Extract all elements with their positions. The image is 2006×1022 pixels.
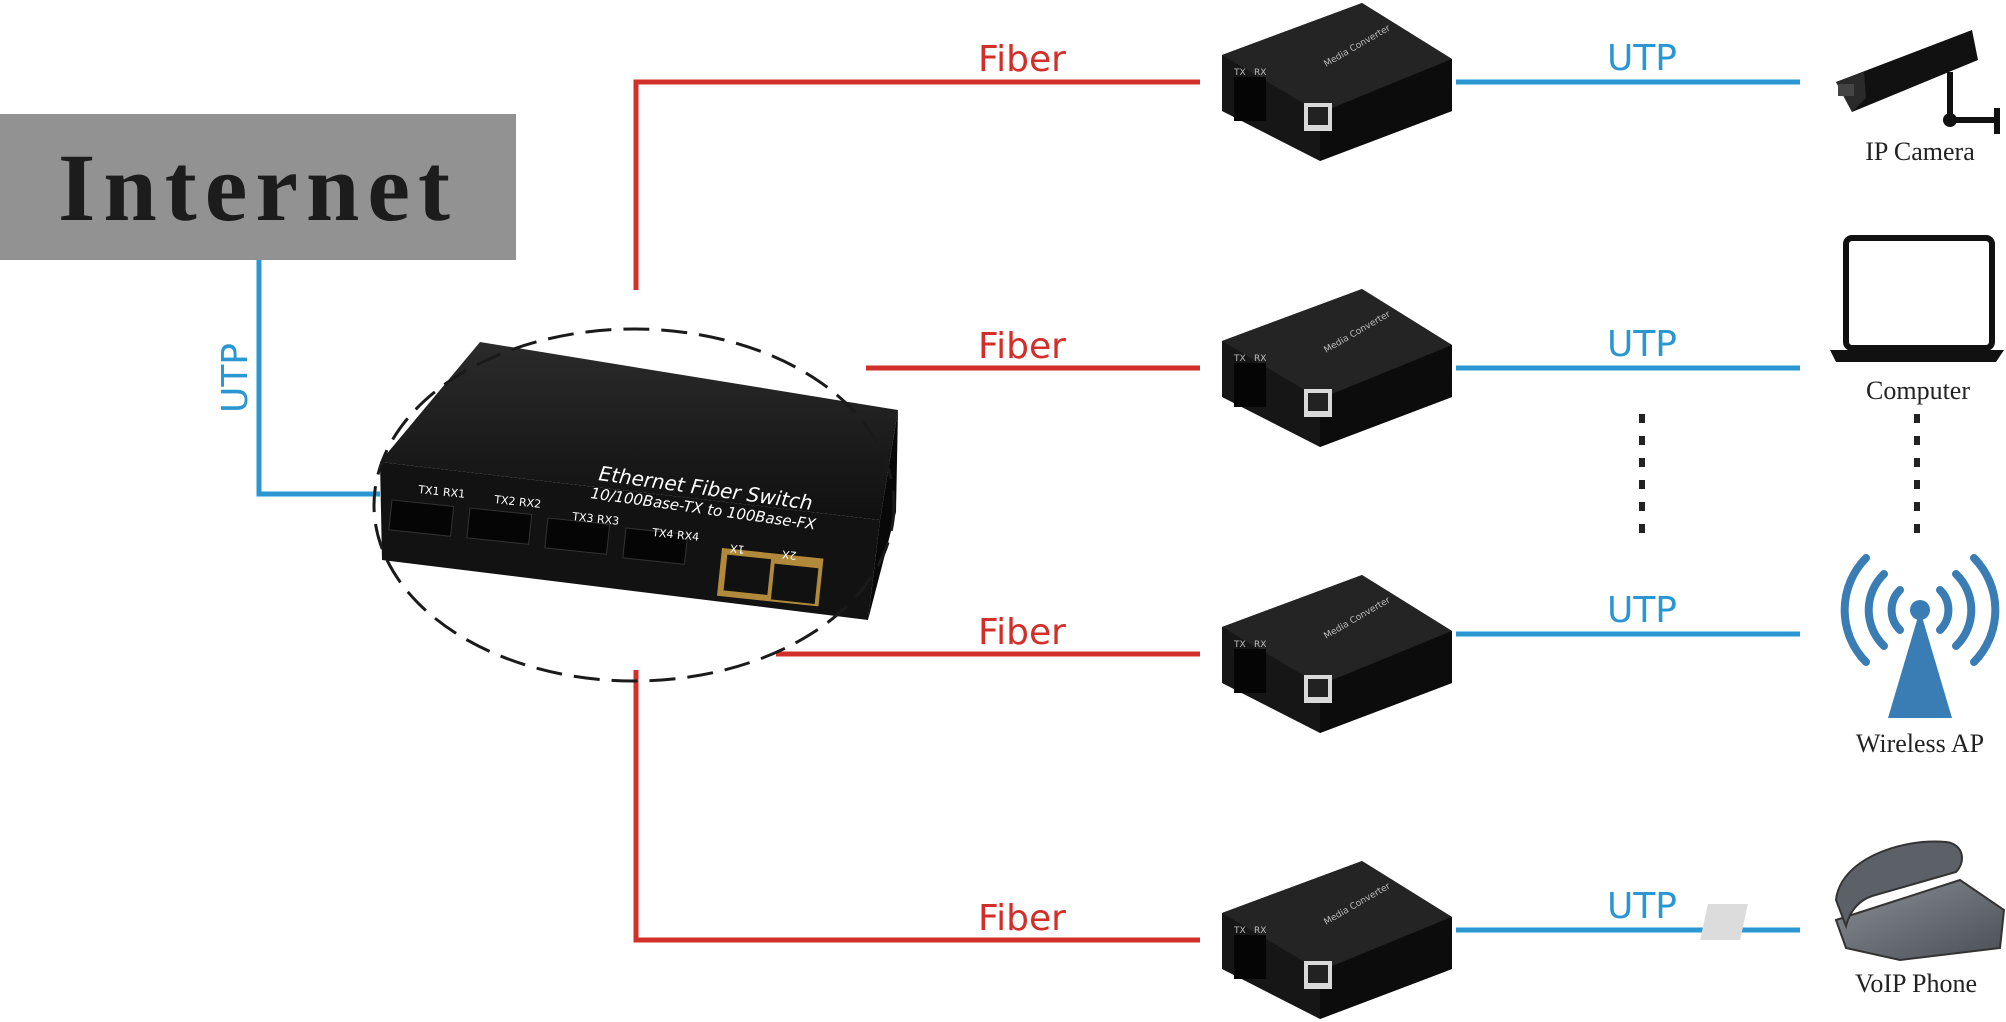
switch-highlight-ellipse (372, 327, 896, 683)
fiber-label-2: Fiber (978, 326, 1066, 367)
switch-fiber-port-3[interactable]: TX3 RX3 (544, 510, 620, 555)
media-converter-1: Media Converter TX RX (1222, 3, 1452, 161)
device-label-computer: Computer (1866, 376, 1970, 405)
converter-1-port-rx: RX (1254, 68, 1266, 78)
utp-label-4: UTP (1607, 886, 1677, 927)
converter-4-port-tx: TX (1233, 926, 1246, 936)
switch-port-1-label: TX1 RX1 (417, 483, 466, 501)
fiber-line-4 (633, 670, 1200, 943)
switch-rj45-label-1: 1X (729, 541, 745, 555)
utp-label-1: UTP (1607, 38, 1677, 79)
switch-port-4-label: TX4 RX4 (651, 526, 700, 544)
converter-3-port-tx: TX (1233, 640, 1246, 650)
internet-box: Internet (0, 114, 516, 260)
utp-label-2: UTP (1607, 324, 1677, 365)
cctv-camera-icon (1836, 30, 2000, 134)
device-label-voip-phone: VoIP Phone (1855, 969, 1977, 998)
media-converter-4: Media Converter TX RX (1222, 861, 1452, 1019)
laptop-icon (1830, 235, 2004, 362)
converter-3-port-rx: RX (1254, 640, 1266, 650)
uplink-utp-label: UTP (215, 343, 256, 413)
fiber-switch: Ethernet Fiber Switch 10/100Base-TX to 1… (380, 342, 898, 620)
fiber-label-3: Fiber (978, 612, 1066, 653)
wireless-ap-icon (1840, 554, 2000, 718)
converter-1-port-tx: TX (1233, 68, 1246, 78)
fiber-label-4: Fiber (978, 898, 1066, 939)
fiber-lines (633, 79, 1200, 943)
converter-4-port-rx: RX (1254, 926, 1266, 936)
switch-fiber-port-4[interactable]: TX4 RX4 (622, 526, 700, 565)
media-converter-3: Media Converter TX RX (1222, 575, 1452, 733)
switch-fiber-port-1[interactable]: TX1 RX1 (388, 483, 466, 537)
switch-port-3-label: TX3 RX3 (571, 510, 620, 528)
utp-label-3: UTP (1607, 590, 1677, 631)
switch-fiber-port-2[interactable]: TX2 RX2 (466, 493, 542, 545)
fiber-line-1 (633, 79, 1200, 290)
internet-label: Internet (58, 134, 458, 241)
converter-2-port-rx: RX (1254, 354, 1266, 364)
ellipsis-dots-devices (1914, 414, 1920, 533)
media-converter-2: Media Converter TX RX (1222, 289, 1452, 447)
converter-2-port-tx: TX (1233, 354, 1246, 364)
switch-rj45-ports[interactable]: 1X 2X (716, 541, 824, 607)
device-label-wireless-ap: Wireless AP (1856, 729, 1984, 758)
device-label-ip-camera: IP Camera (1865, 137, 1975, 166)
utp-lines (1456, 79, 1800, 933)
uplink-utp-line: UTP (215, 260, 380, 497)
fiber-label-1: Fiber (978, 39, 1066, 80)
switch-port-2-label: TX2 RX2 (493, 493, 542, 511)
desk-phone-icon (1700, 840, 2006, 962)
ellipsis-dots-converters (1639, 414, 1645, 533)
switch-rj45-label-2: 2X (781, 547, 797, 561)
